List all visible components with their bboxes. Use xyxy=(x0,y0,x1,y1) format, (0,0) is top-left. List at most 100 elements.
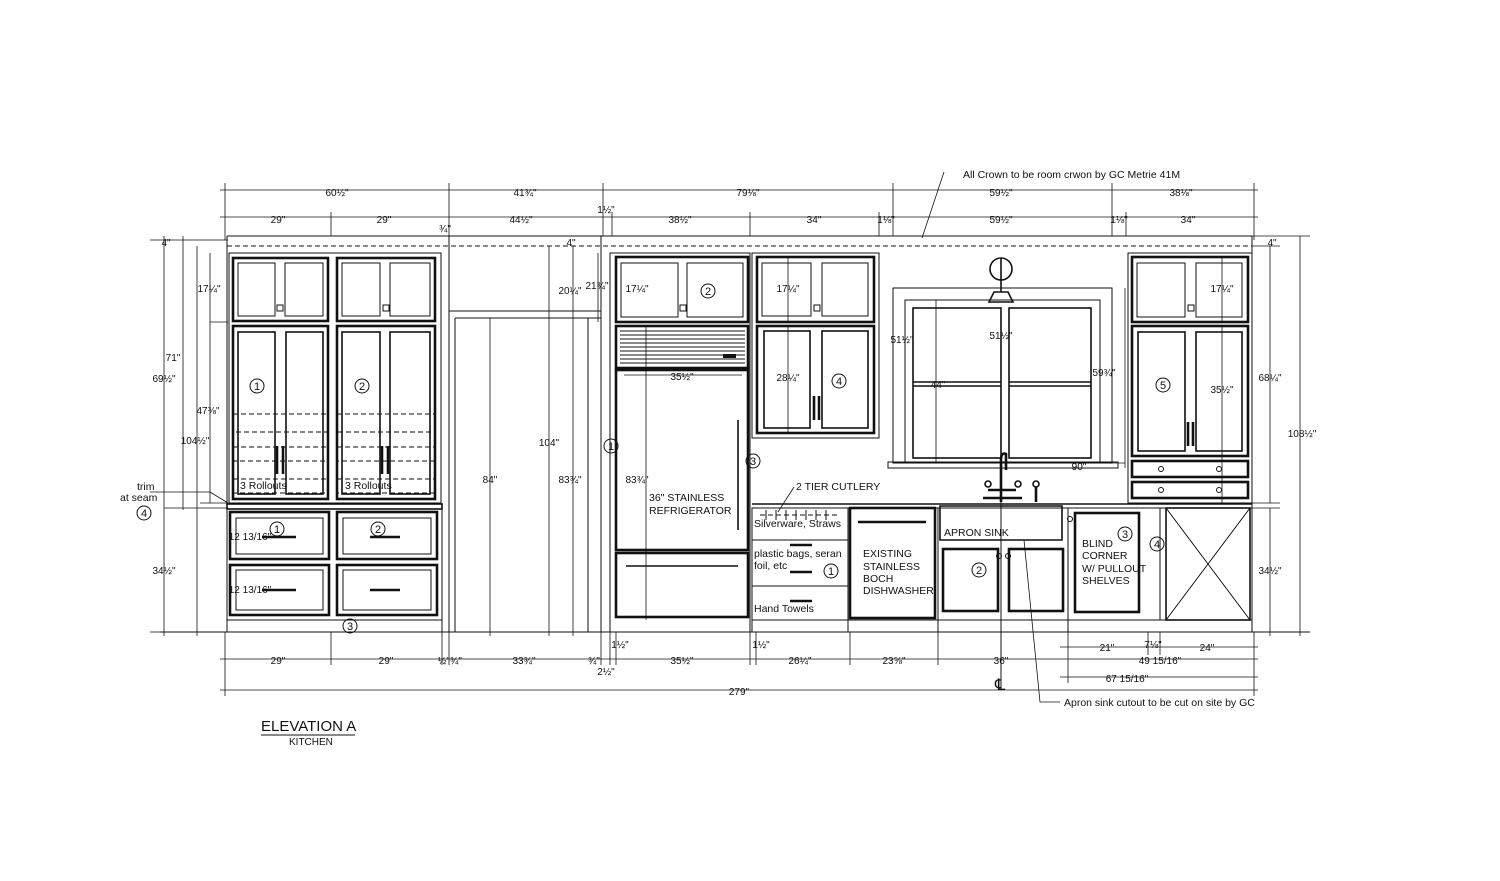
dimension-text: 35½" xyxy=(670,372,693,383)
dimension-text: 51½" xyxy=(890,335,913,346)
bottom-dimensions xyxy=(220,539,1258,703)
dimension-text: 279" xyxy=(729,687,750,698)
dimension-text: 38⅛" xyxy=(1169,188,1192,199)
dimension-text: ¾" xyxy=(588,656,600,667)
dimension-text: 84" xyxy=(483,475,498,486)
fridge-label-2: REFRIGERATOR xyxy=(649,505,732,517)
inner-dimensions xyxy=(489,235,1310,636)
dimension-text: 2 xyxy=(375,524,381,536)
blind-label-1: BLIND xyxy=(1082,538,1113,550)
cabinet-tags: 1 2 2 4 5 1 2 3 4 1 3 1 2 3 4 xyxy=(136,283,1171,634)
dimension-text: 71" xyxy=(166,353,181,364)
dimension-text: 51½" xyxy=(989,331,1012,342)
dimension-text: 104½" xyxy=(181,436,210,447)
dimension-text: 21" xyxy=(1100,643,1115,654)
dimension-text: 59½" xyxy=(989,215,1012,226)
tag-pantry-1: 1 xyxy=(603,438,619,454)
dimension-text: 108½" xyxy=(1288,429,1317,440)
tag-end-4: 4 xyxy=(1149,536,1165,552)
right-tall-cabinet xyxy=(1127,252,1253,504)
tag-upper-5: 5 xyxy=(1155,377,1171,393)
tag-drawer-1: 1 xyxy=(269,521,285,537)
seam-note: at seam xyxy=(120,492,158,504)
dimension-text: 34" xyxy=(807,215,822,226)
dimension-text: 83¾" xyxy=(558,475,581,486)
dimension-text: 1 xyxy=(274,524,280,536)
dimension-text: 1½" xyxy=(611,640,629,651)
tag-drawer-2: 2 xyxy=(370,521,386,537)
dishwasher-label-2: STAINLESS xyxy=(863,561,920,573)
pantry-opening xyxy=(448,236,602,632)
dimension-text: 2 xyxy=(976,565,982,577)
cutlery-tray xyxy=(760,510,840,520)
tag-upper-1: 1 xyxy=(249,378,265,394)
title-block: ELEVATION A KITCHEN xyxy=(261,718,356,748)
dimension-text: 44" xyxy=(931,380,946,391)
dimension-text: 83¾" xyxy=(625,475,648,486)
dimension-text: 59½" xyxy=(989,188,1012,199)
dimension-text: 34½" xyxy=(1258,566,1281,577)
fridge-label-1: 36" STAINLESS xyxy=(649,492,724,504)
apron-cutout-note: Apron sink cutout to be cut on site by G… xyxy=(1064,697,1255,709)
dimension-text: 28¼" xyxy=(776,372,799,384)
dimension-text: 29" xyxy=(271,215,286,226)
dimension-text: 2½" xyxy=(597,667,615,678)
dimension-text: ¾" xyxy=(450,656,462,667)
dimension-text: 3 xyxy=(750,456,756,468)
top-dimensions xyxy=(220,171,1258,240)
dimension-text: 26¼" xyxy=(788,655,811,667)
blind-label-3: W/ PULLOUT xyxy=(1082,563,1147,575)
dimension-text: 79⅛" xyxy=(736,188,759,199)
tag-upper-4: 4 xyxy=(831,373,847,389)
dimension-text: 4" xyxy=(1267,238,1277,249)
dimension-text: 60½" xyxy=(325,188,348,199)
tag-upper-2: 2 xyxy=(354,378,370,394)
dimension-text: 29" xyxy=(377,215,392,226)
vertical-dimension-text: 71" 69½" 104½" 47⅜" 17¼" 4" 34½" 12 13/1… xyxy=(152,238,1316,596)
dimension-text: 29" xyxy=(379,656,394,667)
labels: All Crown to be room crwon by GC Metrie … xyxy=(120,169,1255,709)
blind-label-2: CORNER xyxy=(1082,550,1128,562)
dimension-text: 21¾" xyxy=(585,281,608,292)
trim-note: trim xyxy=(137,481,155,493)
dimension-text: 49 15/16" xyxy=(1139,656,1182,667)
dimension-text: 34" xyxy=(1181,215,1196,226)
dimension-text: 1 xyxy=(608,441,614,453)
left-tall-cabinets xyxy=(226,252,443,632)
towels-label: Hand Towels xyxy=(754,603,814,615)
dimension-text: 7⅛" xyxy=(1144,640,1162,651)
dimension-text: 38½" xyxy=(668,215,691,226)
dimension-text: 24" xyxy=(1200,643,1215,654)
dimension-text: 59¾" xyxy=(1092,368,1115,379)
dishwasher-label-4: DISHWASHER xyxy=(863,585,934,597)
dimension-text: 35½" xyxy=(670,656,693,667)
dishwasher-label-3: BOCH xyxy=(863,573,893,585)
dimension-text: 1⅛" xyxy=(877,215,895,226)
upper-cabinet-4 xyxy=(751,252,880,439)
dimension-text: 2 xyxy=(705,286,711,298)
tag-fridge-upper-2: 2 xyxy=(700,283,716,299)
centerline-symbol: ℄ xyxy=(994,677,1006,694)
refrigerator-section xyxy=(609,252,751,633)
dimension-text: 41¾" xyxy=(513,188,536,199)
dimension-text: 1 xyxy=(254,381,260,393)
dimension-text: 36" xyxy=(994,656,1009,667)
dimension-text: 3 xyxy=(1122,529,1128,541)
blind-label-4: SHELVES xyxy=(1082,575,1130,587)
apron-sink-label: APRON SINK xyxy=(944,527,1009,539)
bags-label-1: plastic bags, seran xyxy=(754,548,842,560)
dimension-text: 35½" xyxy=(1210,385,1233,396)
cutlery-label: 2 TIER CUTLERY xyxy=(796,481,880,493)
dimension-text: 44½" xyxy=(509,215,532,226)
tag-left-4: 4 xyxy=(136,505,152,521)
tag-base-1: 1 xyxy=(823,563,839,579)
rollouts-label-2: 3 Rollouts xyxy=(345,480,392,492)
dimension-text: 17¼" xyxy=(625,283,648,295)
dimension-text: 4 xyxy=(1154,539,1160,551)
faucet xyxy=(983,452,1040,502)
tag-sink-2: 2 xyxy=(971,562,987,578)
left-dimensions xyxy=(150,236,229,636)
dimension-text: 90" xyxy=(1072,462,1087,473)
elevation-subtitle: KITCHEN xyxy=(289,737,333,748)
dimension-text: 4" xyxy=(566,238,576,249)
